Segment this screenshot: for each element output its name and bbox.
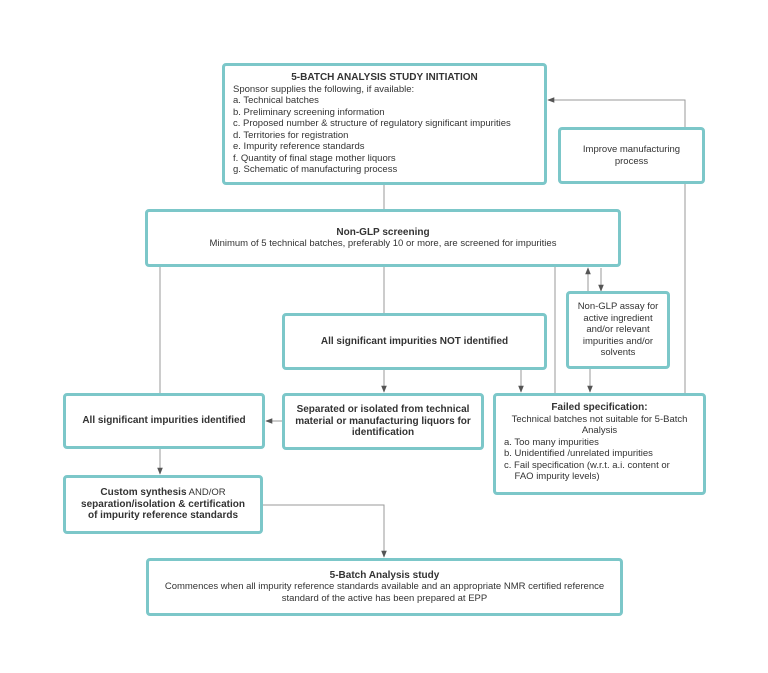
assay-text: Non-GLP assay for active ingredient and/… bbox=[577, 301, 659, 359]
assay-box: Non-GLP assay for active ingredient and/… bbox=[566, 291, 670, 369]
failed-subtitle: Technical batches not suitable for 5-Bat… bbox=[511, 413, 688, 437]
failed-box: Failed specification: Technical batches … bbox=[493, 393, 706, 495]
connector-failed-improve-initiation bbox=[547, 97, 686, 394]
initiation-list: a. Technical batches b. Preliminary scre… bbox=[233, 95, 536, 176]
study-text: Commences when all impurity reference st… bbox=[164, 581, 605, 604]
separated-box: Separated or isolated from technical mat… bbox=[282, 393, 484, 450]
list-item: g. Schematic of manufacturing process bbox=[233, 164, 398, 175]
study-title: 5-Batch Analysis study bbox=[329, 569, 440, 581]
failed-title: Failed specification: bbox=[551, 402, 648, 413]
list-item: c. Proposed number & structure of regula… bbox=[233, 118, 511, 129]
identified-title: All significant impurities identified bbox=[82, 415, 246, 427]
custom-line2: separation/isolation & certification bbox=[81, 498, 245, 510]
initiation-box: 5-BATCH ANALYSIS STUDY INITIATION Sponso… bbox=[222, 63, 547, 185]
connector-custom-study bbox=[262, 504, 387, 558]
list-item: e. Impurity reference standards bbox=[233, 141, 365, 152]
failed-list: a. Too many impurities b. Unidentified /… bbox=[504, 437, 695, 483]
custom-line1-normal: AND/OR bbox=[186, 487, 226, 499]
study-box: 5-Batch Analysis study Commences when al… bbox=[146, 558, 623, 616]
custom-line1-bold: Custom synthesis bbox=[100, 487, 187, 499]
list-item: f. Quantity of final stage mother liquor… bbox=[233, 152, 396, 164]
list-item: d. Territories for registration bbox=[233, 129, 349, 141]
custom-line1: Custom synthesis AND/OR bbox=[100, 487, 225, 499]
list-item: c. Fail specification (w.r.t. a.i. conte… bbox=[504, 459, 670, 471]
separated-title: Separated or isolated from technical mat… bbox=[295, 404, 471, 439]
not-identified-box: All significant impurities NOT identifie… bbox=[282, 313, 547, 370]
list-item: b. Unidentified /unrelated impurities bbox=[504, 448, 653, 459]
initiation-title: 5-BATCH ANALYSIS STUDY INITIATION bbox=[291, 72, 478, 83]
list-item: FAO impurity levels) bbox=[504, 471, 600, 482]
list-item: a. Technical batches bbox=[233, 95, 319, 106]
screening-title: Non-GLP screening bbox=[336, 226, 430, 238]
screening-text: Minimum of 5 technical batches, preferab… bbox=[209, 238, 557, 249]
identified-box: All significant impurities identified bbox=[63, 393, 265, 449]
initiation-intro: Sponsor supplies the following, if avail… bbox=[233, 83, 415, 95]
screening-box: Non-GLP screening Minimum of 5 technical… bbox=[145, 209, 621, 267]
list-item: a. Too many impurities bbox=[504, 436, 599, 448]
custom-box: Custom synthesis AND/OR separation/isola… bbox=[63, 475, 263, 534]
not-identified-title: All significant impurities NOT identifie… bbox=[320, 335, 509, 347]
list-item: b. Preliminary screening information bbox=[233, 106, 385, 118]
improve-box: Improve manufacturing process bbox=[558, 127, 705, 184]
custom-line3: of impurity reference standards bbox=[87, 510, 239, 522]
improve-text: Improve manufacturing process bbox=[582, 144, 681, 167]
